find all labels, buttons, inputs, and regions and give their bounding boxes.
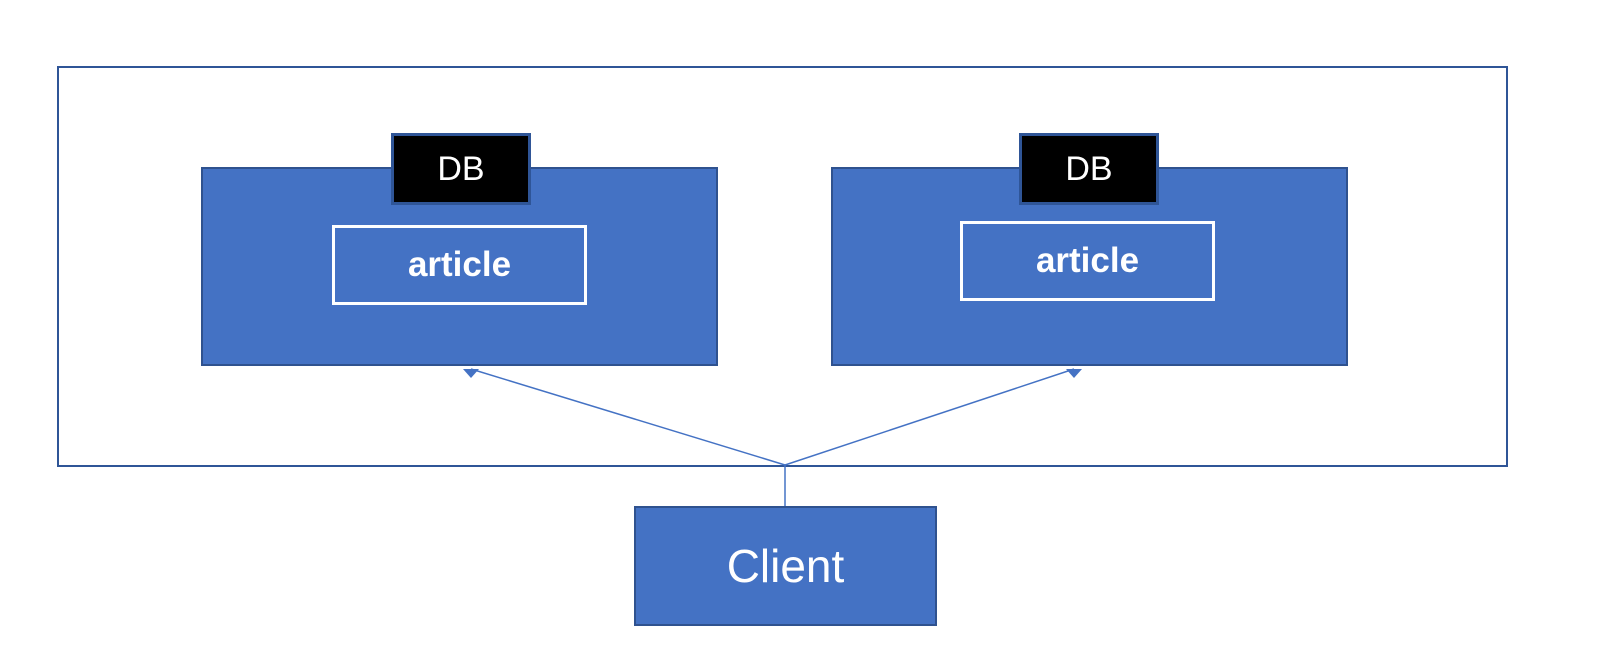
connector-client-to-right [784,368,1075,466]
connector-client-to-left [470,368,786,466]
cluster-boundary [57,66,1508,467]
article-table-right: article [960,221,1215,301]
db-label-left: DB [391,133,531,205]
arrow-head-right [1066,369,1082,378]
client-node: Client [634,506,937,626]
arrow-head-left [463,369,479,378]
db-label-right: DB [1019,133,1159,205]
article-table-left: article [332,225,587,305]
